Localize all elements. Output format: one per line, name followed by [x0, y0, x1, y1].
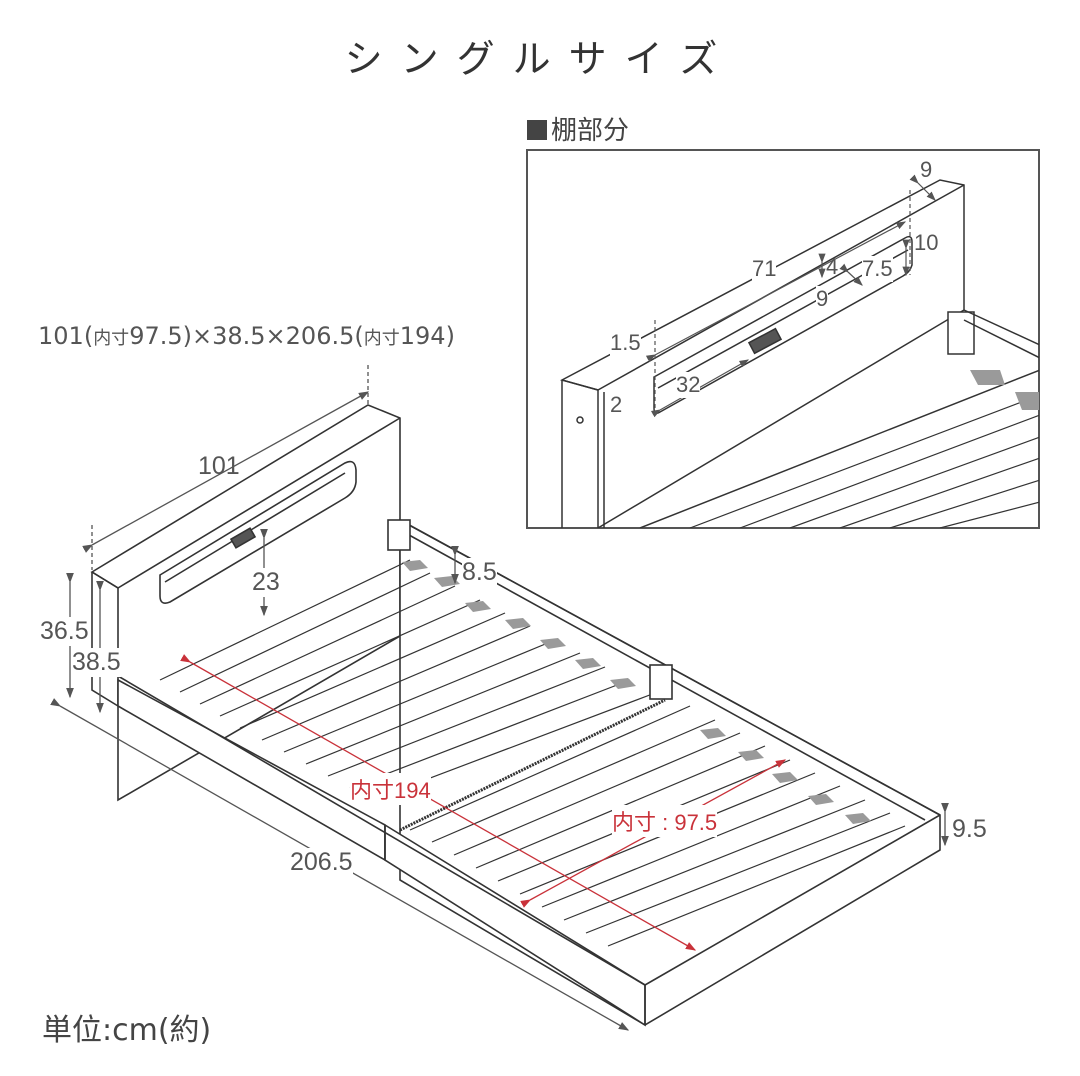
- inset-dim-shelf-depth: 9: [920, 157, 933, 182]
- overall-dimensions: 101(内寸97.5)×38.5×206.5(内寸194): [38, 322, 455, 350]
- summary-inner-width: 97.5: [129, 322, 183, 350]
- summary-inner-length: 194: [399, 322, 446, 350]
- summary-length: 206.5: [285, 322, 355, 350]
- square-bullet-icon: [527, 120, 547, 140]
- inset-dim-slot-depth: 7.5: [862, 256, 893, 282]
- inset-dim-slot-gap: 9: [816, 286, 829, 312]
- dim-rail-height: 8.5: [462, 558, 497, 587]
- summary-width: 101: [38, 322, 84, 350]
- dim-inner-length: 内寸194: [350, 773, 431, 805]
- summary-inner-label: 内寸: [93, 328, 130, 349]
- dim-total-length: 206.5: [290, 848, 353, 877]
- dim-inner-width: 内寸 : 97.5: [612, 805, 718, 837]
- page-title: シングルサイズ: [344, 37, 736, 81]
- dim-frame-height: 36.5: [40, 617, 89, 646]
- inset-title-text: 棚部分: [551, 116, 630, 146]
- inset-dim-left-offset: 1.5: [610, 330, 641, 356]
- dim-outlet-height: 23: [252, 568, 280, 597]
- unit-note: 単位:cm(約): [42, 1013, 212, 1048]
- dim-base-height: 9.5: [952, 815, 987, 844]
- inset-dim-panel-thickness: 2: [610, 392, 623, 417]
- inset-dim-slot-height: 4: [826, 254, 839, 279]
- inset-title: 棚部分: [527, 110, 629, 147]
- inset-dim-outlet-offset: 32: [676, 372, 701, 398]
- inset-dim-shelf-length: 71: [752, 256, 777, 282]
- summary-inner-label-2: 内寸: [363, 328, 400, 349]
- summary-height: 38.5: [212, 322, 266, 350]
- dim-total-height: 38.5: [72, 648, 121, 677]
- dim-headboard-width: 101: [198, 452, 240, 480]
- inset-dim-shelf-height: 10: [914, 230, 939, 255]
